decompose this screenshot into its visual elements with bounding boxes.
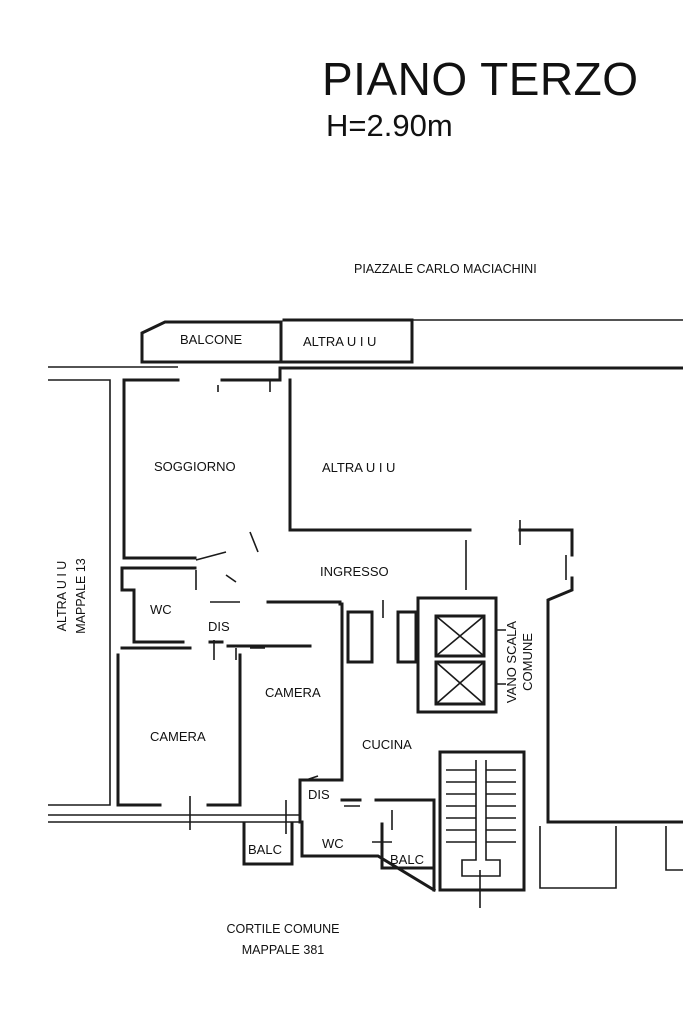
room-label-wc-lower: WC xyxy=(322,836,344,851)
courtyard-line2: MAPPALE 381 xyxy=(241,943,325,957)
side-label-line1: ALTRA U I U xyxy=(55,561,69,632)
walls xyxy=(48,318,683,908)
room-label-camera-center: CAMERA xyxy=(265,685,321,700)
stair-label-line1: VANO SCALA xyxy=(504,621,519,703)
side-label-line2: MAPPALE 13 xyxy=(74,558,88,634)
room-label-wc-upper: WC xyxy=(150,602,172,617)
room-label-soggiorno: SOGGIORNO xyxy=(154,459,236,474)
room-labels: BALCONE ALTRA U I U SOGGIORNO ALTRA U I … xyxy=(55,332,535,867)
room-label-ingresso: INGRESSO xyxy=(320,564,389,579)
plan-title: PIANO TERZO xyxy=(322,53,639,105)
courtyard-label: CORTILE COMUNE MAPPALE 381 xyxy=(208,919,358,961)
room-label-balc-left: BALC xyxy=(248,842,282,857)
stair-label-line2: COMUNE xyxy=(520,633,535,691)
room-label-camera-left: CAMERA xyxy=(150,729,206,744)
room-label-cucina: CUCINA xyxy=(362,737,412,752)
room-label-dis-upper: DIS xyxy=(208,619,230,634)
street-label: PIAZZALE CARLO MACIACHINI xyxy=(354,262,537,276)
room-label-altra-right: ALTRA U I U xyxy=(322,460,395,475)
room-label-balcone: BALCONE xyxy=(180,332,242,347)
room-label-balc-right: BALC xyxy=(390,852,424,867)
ceiling-height: H=2.90m xyxy=(326,108,453,143)
room-label-altra-top: ALTRA U I U xyxy=(303,334,376,349)
room-label-dis-lower: DIS xyxy=(308,787,330,802)
courtyard-line1: CORTILE COMUNE xyxy=(226,922,340,936)
